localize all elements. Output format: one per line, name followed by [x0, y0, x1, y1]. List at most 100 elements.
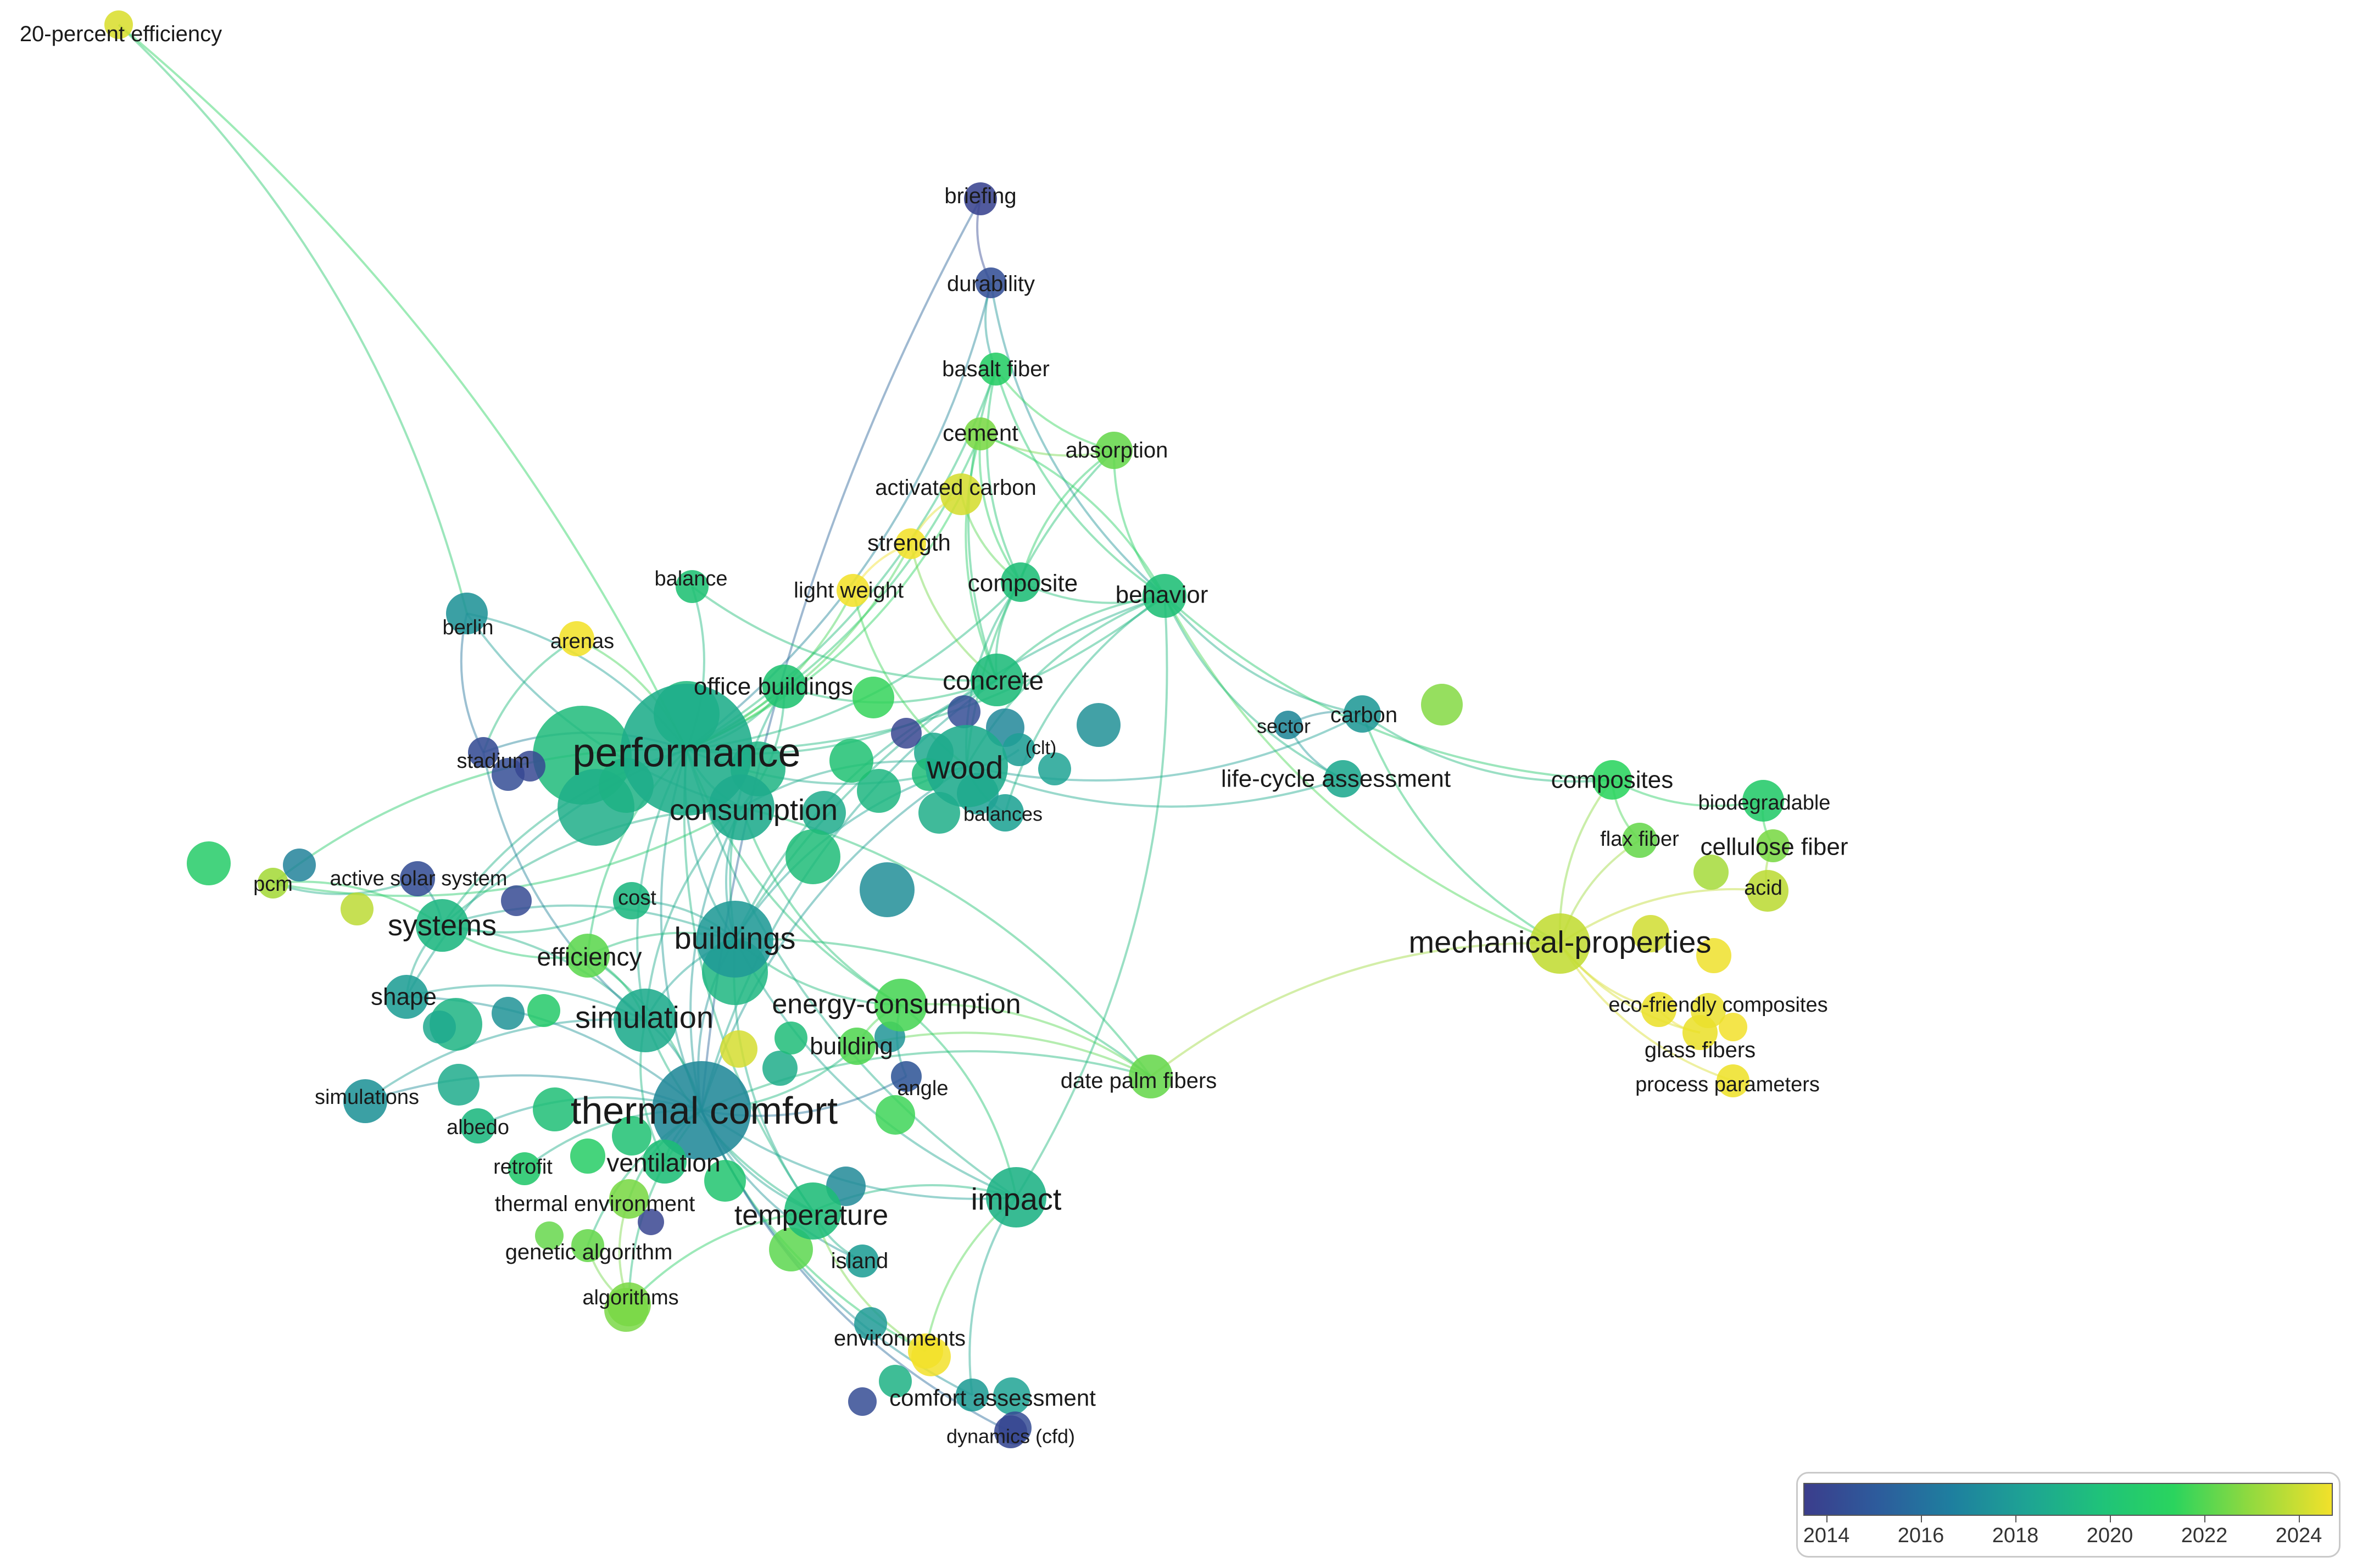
- network-link: [272, 878, 418, 895]
- keyword-node[interactable]: [1742, 780, 1784, 822]
- legend-year-label: 2018: [1992, 1524, 2039, 1547]
- year-color-scale: [1803, 1483, 2333, 1516]
- keyword-node[interactable]: [971, 654, 1023, 706]
- keyword-node[interactable]: [609, 1179, 649, 1219]
- keyword-node[interactable]: [1530, 913, 1590, 974]
- legend-year-label: 2020: [2086, 1524, 2133, 1547]
- keyword-node[interactable]: [400, 861, 435, 896]
- keyword-node[interactable]: [571, 1229, 604, 1262]
- legend-year-label: 2022: [2181, 1524, 2228, 1547]
- network-node: [438, 1064, 480, 1106]
- keyword-node[interactable]: [874, 979, 927, 1031]
- keyword-node[interactable]: [1002, 733, 1035, 766]
- keyword-label: basalt fiber: [942, 357, 1050, 381]
- keyword-label: efficiency: [537, 942, 642, 971]
- keyword-node[interactable]: [838, 1028, 876, 1065]
- network-node: [993, 1377, 1030, 1415]
- keyword-node[interactable]: [1344, 695, 1381, 733]
- network-link: [967, 369, 998, 680]
- keyword-node[interactable]: [643, 1140, 687, 1184]
- keyword-node[interactable]: [964, 182, 997, 215]
- keyword-node[interactable]: [846, 1245, 879, 1277]
- keyword-node[interactable]: [508, 1152, 541, 1185]
- keyword-node[interactable]: [468, 737, 499, 768]
- keyword-node[interactable]: [895, 528, 926, 559]
- keyword-node[interactable]: [676, 570, 709, 603]
- network-node: [1719, 1013, 1747, 1041]
- keyword-node[interactable]: [446, 593, 488, 634]
- keyword-node[interactable]: [940, 473, 982, 515]
- network-link: [1163, 595, 1613, 781]
- keyword-node[interactable]: [1747, 870, 1788, 912]
- keyword-label: simulation: [575, 1000, 714, 1035]
- keyword-node[interactable]: [1641, 992, 1676, 1027]
- legend-year-label: 2016: [1897, 1524, 1944, 1547]
- keyword-node[interactable]: [343, 1079, 387, 1123]
- keyword-node[interactable]: [986, 1167, 1046, 1227]
- network-node: [852, 677, 894, 718]
- keyword-node[interactable]: [1592, 760, 1632, 800]
- keyword-node[interactable]: [1095, 432, 1133, 469]
- network-node: [638, 1209, 664, 1235]
- keyword-node[interactable]: [1129, 1054, 1173, 1098]
- keyword-node[interactable]: [566, 934, 610, 978]
- keyword-node[interactable]: [416, 899, 469, 952]
- keyword-node[interactable]: [1324, 760, 1362, 797]
- keyword-label: (clt): [1026, 738, 1057, 758]
- keyword-node[interactable]: [621, 684, 753, 816]
- keyword-node[interactable]: [1622, 823, 1657, 858]
- keyword-node[interactable]: [926, 725, 1008, 807]
- network-node: [612, 1116, 651, 1156]
- network-link: [364, 1018, 646, 1102]
- keyword-node[interactable]: [385, 975, 428, 1019]
- keyword-node[interactable]: [784, 1182, 842, 1240]
- keyword-label: island: [831, 1249, 889, 1273]
- keyword-label: activated carbon: [875, 476, 1037, 500]
- keyword-label: balances: [963, 803, 1043, 825]
- keyword-node[interactable]: [1682, 1015, 1718, 1050]
- keyword-label: behavior: [1116, 582, 1208, 609]
- keyword-label: energy-consumption: [772, 989, 1021, 1019]
- keyword-node[interactable]: [994, 1415, 1027, 1448]
- keyword-node[interactable]: [614, 989, 677, 1052]
- keyword-node[interactable]: [460, 1108, 495, 1143]
- keyword-node[interactable]: [1143, 574, 1186, 618]
- keyword-label: cellulose fiber: [1700, 834, 1848, 861]
- keyword-node[interactable]: [1717, 1064, 1749, 1097]
- keyword-node[interactable]: [559, 621, 594, 656]
- network-node: [1693, 855, 1729, 890]
- keyword-node[interactable]: [1001, 562, 1040, 602]
- network-node: [1038, 752, 1071, 785]
- keyword-node[interactable]: [1274, 711, 1302, 739]
- keyword-node[interactable]: [258, 868, 288, 899]
- network-link: [1559, 942, 1734, 1082]
- network-node: [857, 769, 901, 813]
- keyword-node[interactable]: [956, 1379, 989, 1411]
- keyword-node[interactable]: [964, 417, 997, 450]
- network-node: [762, 1051, 798, 1086]
- keyword-node[interactable]: [762, 665, 806, 708]
- network-node: [570, 1139, 605, 1174]
- keyword-label: berlin: [443, 616, 494, 639]
- keyword-label: environments: [834, 1326, 966, 1351]
- legend-tick: [2015, 1515, 2016, 1522]
- keyword-node[interactable]: [979, 353, 1012, 386]
- network-node: [802, 791, 846, 835]
- keyword-node[interactable]: [891, 1061, 922, 1092]
- keyword-node[interactable]: [976, 267, 1006, 298]
- network-link: [995, 369, 1166, 597]
- keyword-node[interactable]: [987, 794, 1024, 832]
- keyword-node[interactable]: [613, 882, 650, 919]
- network-node: [848, 1387, 877, 1416]
- keyword-node[interactable]: [652, 1061, 751, 1160]
- keyword-node[interactable]: [1757, 829, 1790, 862]
- keyword-node[interactable]: [908, 1333, 943, 1369]
- network-node: [501, 885, 532, 916]
- keyword-node[interactable]: [607, 1282, 651, 1326]
- keyword-label: sector: [1257, 715, 1311, 738]
- keyword-node[interactable]: [104, 10, 133, 39]
- keyword-node[interactable]: [696, 901, 773, 978]
- keyword-node[interactable]: [837, 574, 870, 607]
- keyword-node[interactable]: [709, 774, 774, 840]
- network-link: [442, 900, 632, 934]
